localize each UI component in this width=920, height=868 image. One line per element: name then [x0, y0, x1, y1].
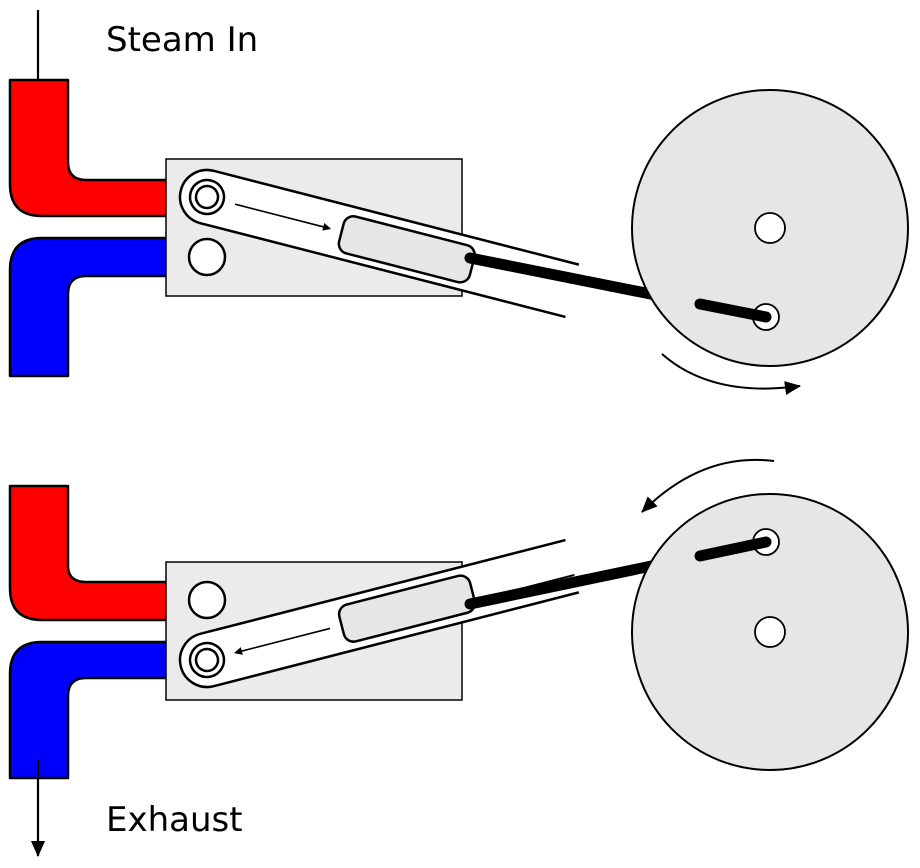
exhaust-port-top [187, 237, 227, 277]
exhaust-pipe-bottom [8, 640, 202, 780]
piston-top [337, 215, 476, 284]
steam-in-label: Steam In [106, 20, 259, 60]
top-engine [8, 10, 909, 395]
bottom-engine [8, 458, 909, 857]
cylinder-top [178, 168, 580, 319]
exhaust-label: Exhaust [106, 800, 243, 840]
rotation-arrow-icon [661, 353, 801, 395]
flywheel-axle-bottom [754, 616, 786, 648]
exhaust-pipe-top [8, 236, 202, 378]
flow-arrow-icon [234, 203, 331, 231]
flow-arrow-icon [234, 627, 331, 655]
cylinder-bottom [178, 538, 580, 689]
flywheel-axle-top [754, 212, 786, 244]
inlet-port-bottom [187, 580, 227, 620]
rotation-arrow-icon [641, 458, 775, 513]
piston-bottom [337, 574, 477, 643]
